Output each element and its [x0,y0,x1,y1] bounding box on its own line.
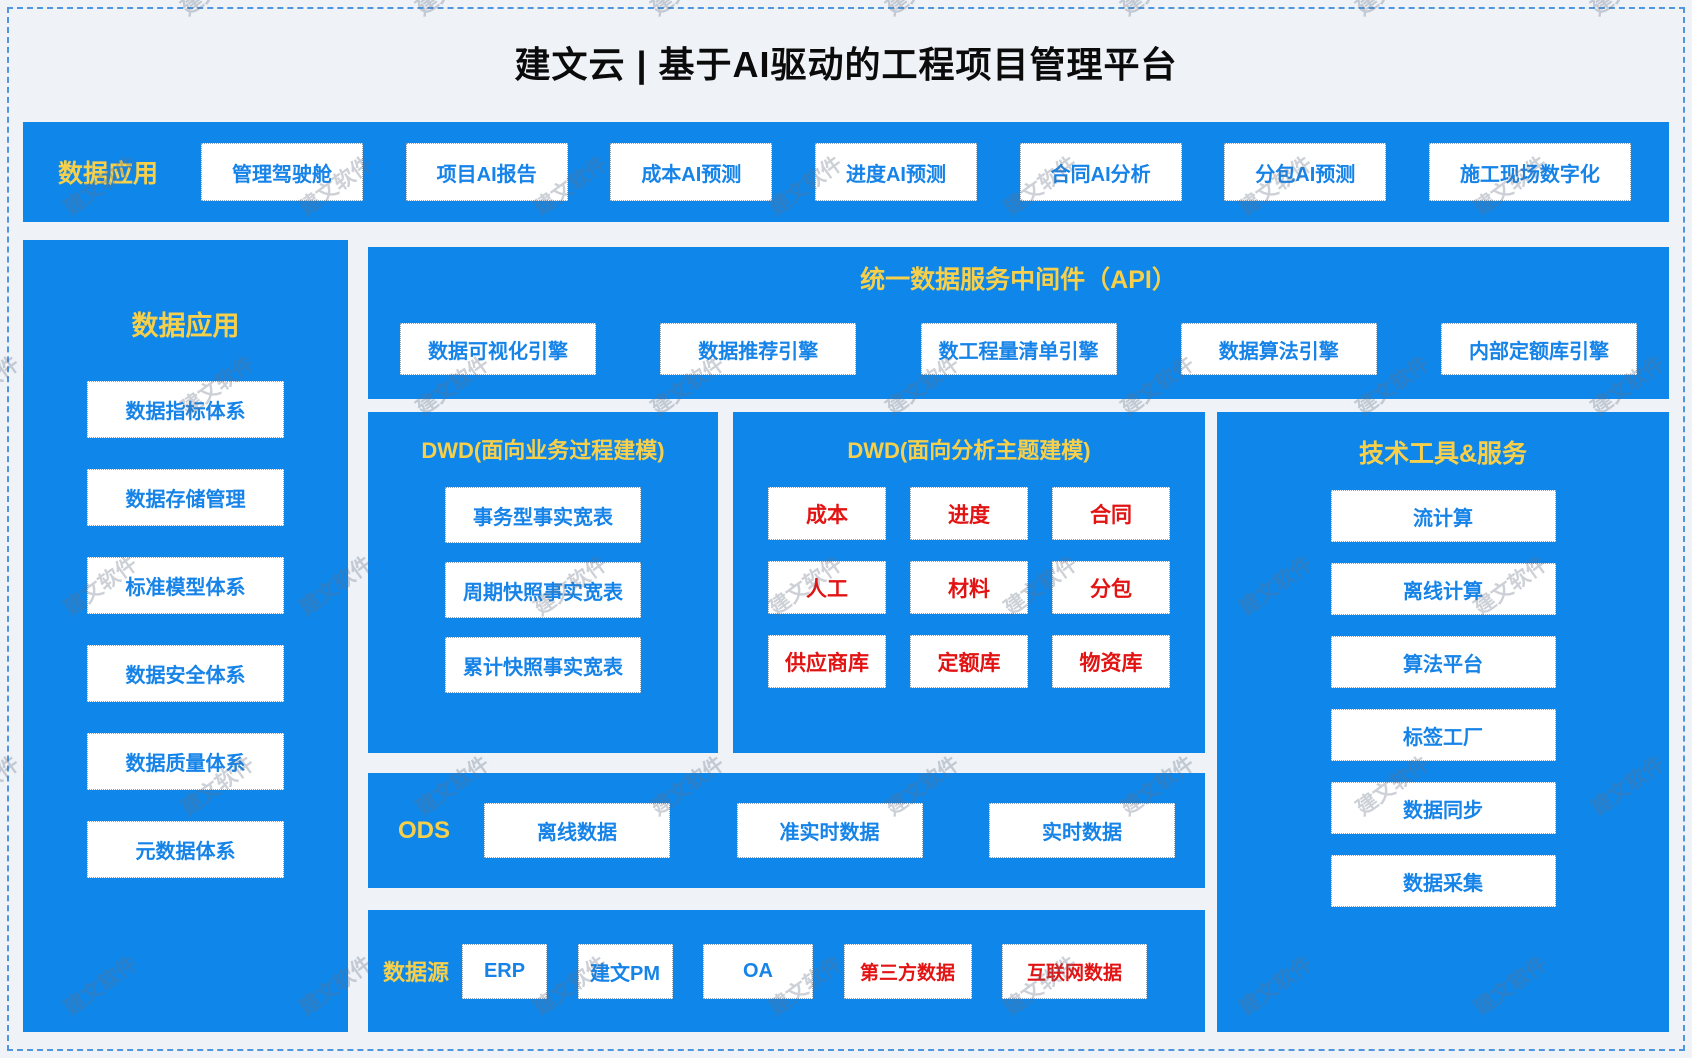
page-title: 建文云 | 基于AI驱动的工程项目管理平台 [514,44,1178,85]
gov-box-standard-model-system: 标准模型体系 [87,557,284,614]
data-source-panel: 数据源 ERP 建文PM OA 第三方数据 互联网数据 [368,910,1205,1032]
theme-box-supplier-library: 供应商库 [768,635,886,688]
watermark-text: 建文软件 [0,352,24,421]
dwd-theme-items: 成本 进度 合同 人工 材料 分包 供应商库 定额库 物资库 [768,487,1170,688]
data-governance-items: 数据指标体系 数据存储管理 标准模型体系 数据安全体系 数据质量体系 元数据体系 [23,381,348,878]
watermark-text: 建文软件 [1349,0,1435,22]
theme-box-contract: 合同 [1052,487,1170,540]
watermark-text: 建文软件 [409,0,495,22]
data-source-panel-label: 数据源 [382,960,449,985]
app-box-cost-ai-forecast: 成本AI预测 [610,143,773,201]
watermark-text: 建文软件 [0,0,25,22]
tech-box-algorithm-platform: 算法平台 [1330,636,1556,688]
theme-box-material: 材料 [910,561,1028,614]
dwd-box-periodic-snapshot-fact-table: 周期快照事实宽表 [445,562,641,618]
tech-box-data-sync: 数据同步 [1330,782,1556,834]
theme-box-materials-library: 物资库 [1052,635,1170,688]
ods-box-realtime-data: 实时数据 [989,803,1175,858]
watermark-text: 建文软件 [879,0,965,22]
data-application-bar-label: 数据应用 [57,160,158,188]
dwd-theme-panel: DWD(面向分析主题建模) 成本 进度 合同 人工 材料 分包 供应商库 定额库… [733,412,1205,753]
gov-box-data-indicator-system: 数据指标体系 [87,381,284,438]
api-middleware-panel: 统一数据服务中间件（API） 数据可视化引擎 数据推荐引擎 数工程量清单引擎 数… [368,247,1669,399]
tech-box-offline-computing: 离线计算 [1330,563,1556,615]
watermark-text: 建文软件 [644,0,730,22]
app-box-schedule-ai-forecast: 进度AI预测 [814,143,977,201]
data-governance-panel: 数据应用 数据指标体系 数据存储管理 标准模型体系 数据安全体系 数据质量体系 … [23,240,348,1032]
theme-box-subcontract: 分包 [1052,561,1170,614]
gov-box-data-storage-management: 数据存储管理 [87,469,284,526]
dwd-box-accumulating-snapshot-fact-table: 累计快照事实宽表 [445,637,641,693]
app-box-site-digitalization: 施工现场数字化 [1428,143,1631,201]
ods-panel: ODS 离线数据 准实时数据 实时数据 [368,773,1205,888]
data-governance-panel-title: 数据应用 [131,311,240,341]
watermark-text: 建文软件 [1584,0,1670,22]
data-application-bar: 数据应用 管理驾驶舱 项目AI报告 成本AI预测 进度AI预测 合同AI分析 分… [23,122,1669,222]
ods-items: 离线数据 准实时数据 实时数据 [462,803,1175,858]
gov-box-data-quality-system: 数据质量体系 [87,733,284,790]
dwd-process-items: 事务型事实宽表 周期快照事实宽表 累计快照事实宽表 [368,487,718,693]
api-box-internal-quota-library-engine: 内部定额库引擎 [1441,323,1637,375]
tech-tools-panel: 技术工具&服务 流计算 离线计算 算法平台 标签工厂 数据同步 数据采集 [1217,412,1669,1032]
tech-tools-panel-title: 技术工具&服务 [1358,440,1528,468]
api-box-data-recommendation-engine: 数据推荐引擎 [660,323,857,375]
api-box-boq-engine: 数工程量清单引擎 [920,323,1117,375]
api-middleware-panel-title: 统一数据服务中间件（API） [860,266,1177,294]
dwd-process-panel: DWD(面向业务过程建模) 事务型事实宽表 周期快照事实宽表 累计快照事实宽表 [368,412,718,753]
source-box-erp: ERP [462,943,547,999]
ods-box-near-realtime-data: 准实时数据 [736,803,923,858]
theme-box-labor: 人工 [768,561,886,614]
source-box-oa: OA [703,943,813,999]
source-box-jianwen-pm: 建文PM [577,943,673,999]
ods-box-offline-data: 离线数据 [484,803,670,858]
theme-box-cost: 成本 [768,487,886,540]
data-application-bar-items: 管理驾驶舱 项目AI报告 成本AI预测 进度AI预测 合同AI分析 分包AI预测… [193,143,1669,201]
dwd-theme-panel-title: DWD(面向分析主题建模) [847,438,1091,463]
source-box-internet-data: 互联网数据 [1002,943,1147,999]
watermark-text: 建文软件 [174,0,260,22]
watermark-text: 建文软件 [1114,0,1200,22]
ods-panel-label: ODS [398,816,451,844]
api-box-data-visualization-engine: 数据可视化引擎 [400,323,596,375]
theme-box-schedule: 进度 [910,487,1028,540]
api-box-data-algorithm-engine: 数据算法引擎 [1180,323,1377,375]
tech-box-data-collection: 数据采集 [1330,855,1556,907]
theme-box-quota-library: 定额库 [910,635,1028,688]
dwd-process-panel-title: DWD(面向业务过程建模) [421,438,665,463]
app-box-cockpit: 管理驾驶舱 [201,143,363,201]
data-source-items: ERP 建文PM OA 第三方数据 互联网数据 [452,943,1147,999]
app-box-project-ai-report: 项目AI报告 [405,143,568,201]
watermark-text: 建文软件 [0,752,24,821]
tech-box-stream-computing: 流计算 [1330,490,1556,542]
tech-tools-items: 流计算 离线计算 算法平台 标签工厂 数据同步 数据采集 [1217,490,1669,907]
app-box-contract-ai-analysis: 合同AI分析 [1019,143,1182,201]
gov-box-metadata-system: 元数据体系 [87,821,284,878]
tech-box-tag-factory: 标签工厂 [1330,709,1556,761]
gov-box-data-security-system: 数据安全体系 [87,645,284,702]
app-box-subcontract-ai-forecast: 分包AI预测 [1224,143,1387,201]
api-middleware-items: 数据可视化引擎 数据推荐引擎 数工程量清单引擎 数据算法引擎 内部定额库引擎 [368,323,1669,375]
dwd-box-transactional-fact-table: 事务型事实宽表 [445,487,641,543]
source-box-third-party-data: 第三方数据 [843,943,972,999]
